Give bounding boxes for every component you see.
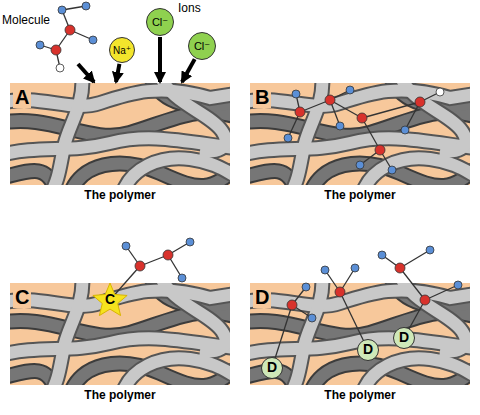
polymer-block bbox=[240, 275, 480, 395]
node-label: D bbox=[399, 330, 409, 345]
node-label: D bbox=[363, 342, 373, 357]
polymer-block bbox=[0, 75, 242, 195]
ion-arrow bbox=[116, 64, 119, 82]
node-label: Na⁺ bbox=[113, 45, 131, 56]
panel-letter: D bbox=[253, 286, 271, 308]
node-label: C bbox=[105, 292, 115, 307]
polymer-block: The polymer bbox=[250, 83, 470, 205]
reaction-star: C bbox=[92, 283, 128, 317]
ion-arrow bbox=[158, 37, 162, 82]
node-label: Cl⁻ bbox=[152, 16, 168, 28]
node-label: Cl⁻ bbox=[194, 40, 210, 52]
node-label: D bbox=[267, 360, 277, 375]
bound-site-circle: D bbox=[261, 357, 283, 379]
panel-letter: A bbox=[13, 86, 31, 108]
ion-circle: Na⁺ bbox=[109, 37, 135, 63]
molecule-bonds bbox=[40, 6, 458, 368]
panel-letter: C bbox=[13, 286, 31, 308]
block-caption: The polymer bbox=[324, 189, 395, 205]
molecule-arrow bbox=[78, 64, 94, 82]
bound-site-circle: D bbox=[357, 339, 379, 361]
polymer-block: The polymer D D D bbox=[250, 283, 470, 405]
panel-letter: B bbox=[253, 86, 271, 108]
block-caption: The polymer bbox=[84, 389, 155, 405]
annotation-label: Ions bbox=[178, 2, 201, 15]
polymer-block bbox=[0, 275, 242, 395]
ion-arrow bbox=[182, 59, 195, 82]
polymer-block: The polymer bbox=[10, 83, 230, 205]
polymer-block: The polymer C bbox=[10, 283, 230, 405]
polymer-block bbox=[240, 75, 480, 195]
ion-circle: Cl⁻ bbox=[188, 32, 216, 60]
ion-circle: Cl⁻ bbox=[146, 8, 174, 36]
bound-site-circle: D bbox=[393, 327, 415, 349]
atoms bbox=[36, 2, 462, 322]
block-caption: The polymer bbox=[324, 389, 395, 405]
block-caption: The polymer bbox=[84, 189, 155, 205]
annotation-label: Molecule bbox=[2, 14, 50, 27]
